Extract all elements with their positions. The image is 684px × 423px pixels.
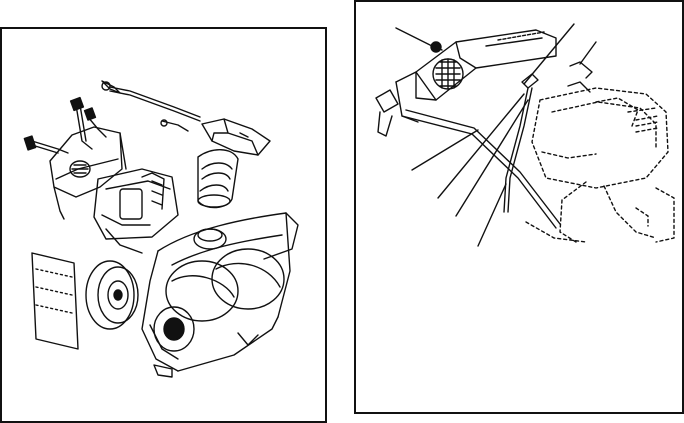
callout-line-6: [456, 100, 528, 216]
callout-line-2: [524, 24, 574, 84]
key-knob: [431, 42, 442, 52]
handle-assembly: [24, 98, 126, 219]
callout-line-7: [478, 184, 506, 246]
callout-leaders: [396, 24, 596, 246]
engine-outline-dashed: [526, 88, 674, 242]
callout-line-1: [396, 28, 432, 46]
left-figure-panel: [0, 27, 327, 423]
right-figure-panel: [354, 0, 684, 414]
discharge-chute: [198, 150, 238, 208]
control-panel: [396, 30, 556, 122]
handle-bar: [376, 90, 560, 228]
wheel: [86, 261, 138, 329]
snow-thrower-illustration: [2, 29, 325, 421]
owners-manual-sheet: [32, 253, 78, 349]
chute-base: [194, 229, 226, 249]
callout-line-4: [412, 130, 478, 170]
chute-crank-linkage: [504, 62, 592, 212]
handle-detail-illustration: [356, 2, 682, 412]
chute-crank-rod: [102, 81, 200, 131]
chute-deflector: [202, 119, 270, 155]
callout-line-3: [580, 42, 596, 64]
